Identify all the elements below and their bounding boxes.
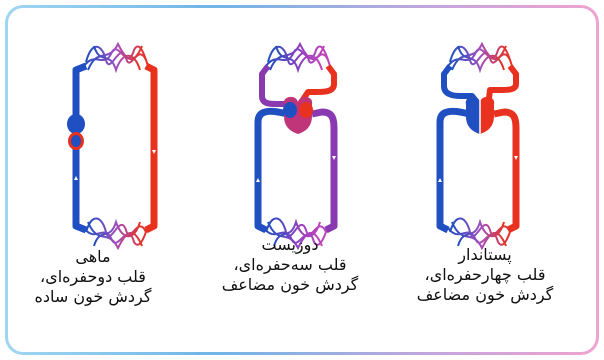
- mammal-lung-capillaries: [448, 44, 512, 70]
- mammal-body-capillaries: [448, 218, 512, 248]
- fish-heart: [67, 114, 85, 150]
- fish-gill-capillaries: [84, 44, 148, 70]
- mammal-heart-type: قلب چهارحفره‌ای،: [400, 265, 570, 285]
- amphibian-caption: دوزیست قلب سه‌حفره‌ای، گردش خون مضاعف: [210, 235, 370, 295]
- mammal-caption: پستاندار قلب چهارحفره‌ای، گردش خون مضاعف: [400, 245, 570, 305]
- mammal-diagram: [438, 44, 518, 248]
- amphibian-flow-arrows: [256, 156, 336, 182]
- amphibian-heart-type: قلب سه‌حفره‌ای،: [210, 255, 370, 275]
- mammal-deoxygenated-vessel: [440, 111, 470, 230]
- mammal-heart: [466, 97, 494, 134]
- amphibian-deoxygenated-vessel: [258, 111, 288, 230]
- fish-heart-type: قلب دوحفره‌ای،: [18, 267, 168, 287]
- mammal-circulation-type: گردش خون مضاعف: [400, 285, 570, 305]
- amphibian-heart: [283, 97, 313, 134]
- amphibian-pulmonary-loop-left: [262, 66, 286, 104]
- mammal-oxygenated-vessel: [494, 112, 516, 230]
- fish-caption: ماهی قلب دوحفره‌ای، گردش خون ساده: [18, 247, 168, 307]
- amphibian-circulation-type: گردش خون مضاعف: [210, 275, 370, 295]
- fish-flow-arrows: [74, 150, 156, 180]
- fish-body-capillaries: [84, 218, 148, 248]
- mammal-flow-arrows: [438, 156, 518, 182]
- amphibian-name: دوزیست: [210, 235, 370, 255]
- fish-name: ماهی: [18, 247, 168, 267]
- amphibian-mixed-vessel: [312, 112, 334, 230]
- fish-oxygenated-vessel: [146, 66, 154, 230]
- amphibian-diagram: [256, 44, 336, 248]
- mammal-name: پستاندار: [400, 245, 570, 265]
- fish-diagram: [67, 44, 156, 248]
- fish-circulation-type: گردش خون ساده: [18, 287, 168, 307]
- amphibian-lung-capillaries: [266, 44, 330, 70]
